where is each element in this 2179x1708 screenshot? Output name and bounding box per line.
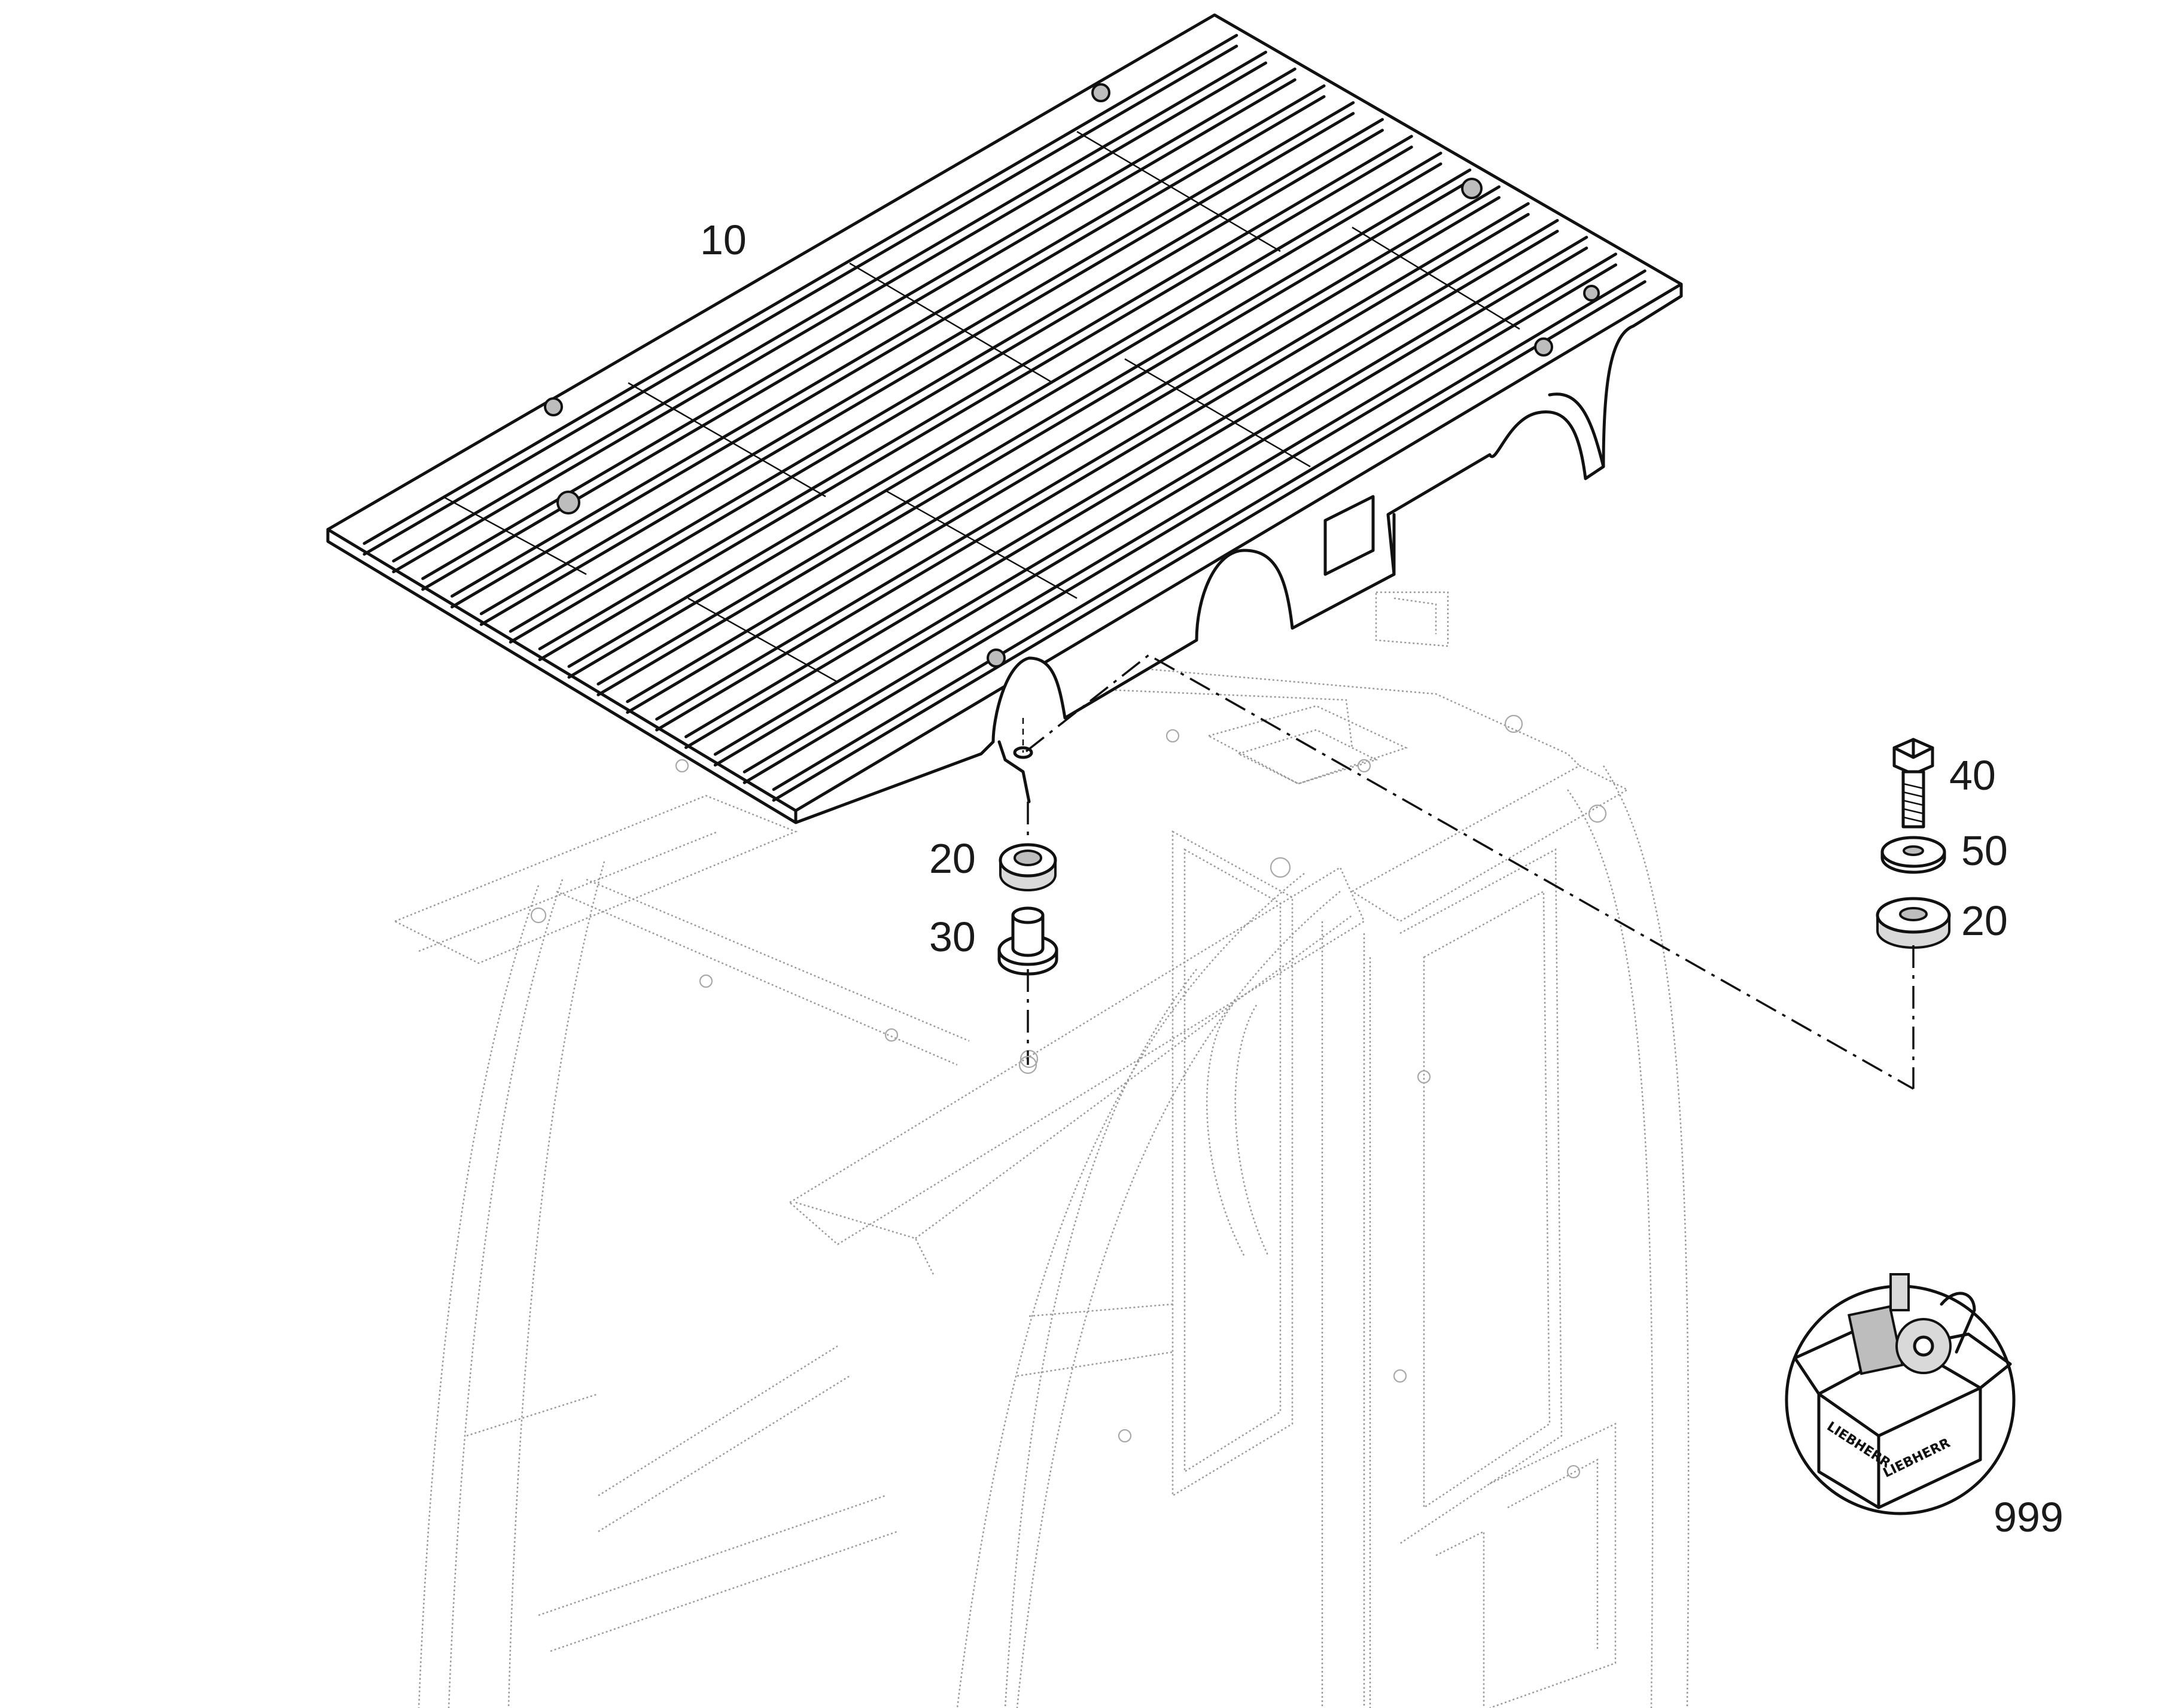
parts-kit-box-icon: LIEBHERR LIEBHERR — [1785, 1273, 2016, 1515]
grille-bar — [451, 95, 1326, 608]
grille-bar — [742, 252, 1617, 774]
roof-guard-grille — [326, 13, 1683, 824]
grille-bar — [597, 168, 1472, 686]
grille-bar — [626, 196, 1501, 714]
grille-bar — [392, 50, 1267, 563]
grille-bar — [684, 230, 1559, 749]
grille-bar — [509, 129, 1384, 644]
grille-bar — [363, 34, 1238, 545]
washer-part-50 — [1880, 836, 1946, 874]
rubber-buffer-part-20 — [999, 843, 1057, 891]
callout-30: 30 — [929, 914, 976, 960]
grille-bar — [684, 219, 1559, 738]
grille-bar — [451, 84, 1326, 598]
rubber-buffer-part-20-right — [1876, 897, 1951, 949]
grille-bar — [538, 145, 1413, 662]
grille-bar — [479, 112, 1355, 626]
callout-20-right: 20 — [1961, 897, 2008, 944]
callout-50: 50 — [1961, 827, 2008, 874]
grille-bar — [713, 246, 1588, 767]
grille-bar — [626, 185, 1501, 704]
grille-bars — [363, 34, 1647, 802]
grille-bolts — [544, 83, 1600, 668]
grille-bar — [655, 212, 1530, 732]
grille-bar — [363, 44, 1238, 556]
grille-bar — [597, 179, 1472, 696]
grille-bar — [713, 236, 1588, 756]
grille-bar — [392, 61, 1267, 574]
cab-frame-ghost — [392, 591, 1690, 1708]
grille-bar — [655, 202, 1530, 721]
grille-bar — [538, 135, 1413, 651]
callouts: 10 20 30 40 50 20 999 — [700, 217, 2064, 1540]
grille-bar — [772, 269, 1647, 791]
callout-10: 10 — [700, 217, 747, 263]
grille-bar — [567, 151, 1442, 668]
grille-bar — [509, 118, 1384, 633]
grille-bar — [772, 280, 1647, 802]
hardware-center-stack — [997, 802, 1058, 1074]
hex-bolt-part-40 — [1892, 738, 1934, 829]
grille-bar — [742, 263, 1617, 784]
hardware-right-stack — [1876, 738, 1951, 1089]
callout-999: 999 — [1994, 1494, 2064, 1540]
spacer-bushing-part-30 — [997, 906, 1058, 976]
grille-bar — [567, 162, 1442, 679]
assembly-guide-line — [1025, 653, 1914, 1090]
callout-40: 40 — [1949, 752, 1996, 799]
callout-20-center: 20 — [929, 835, 976, 882]
grille-bar — [479, 101, 1355, 616]
